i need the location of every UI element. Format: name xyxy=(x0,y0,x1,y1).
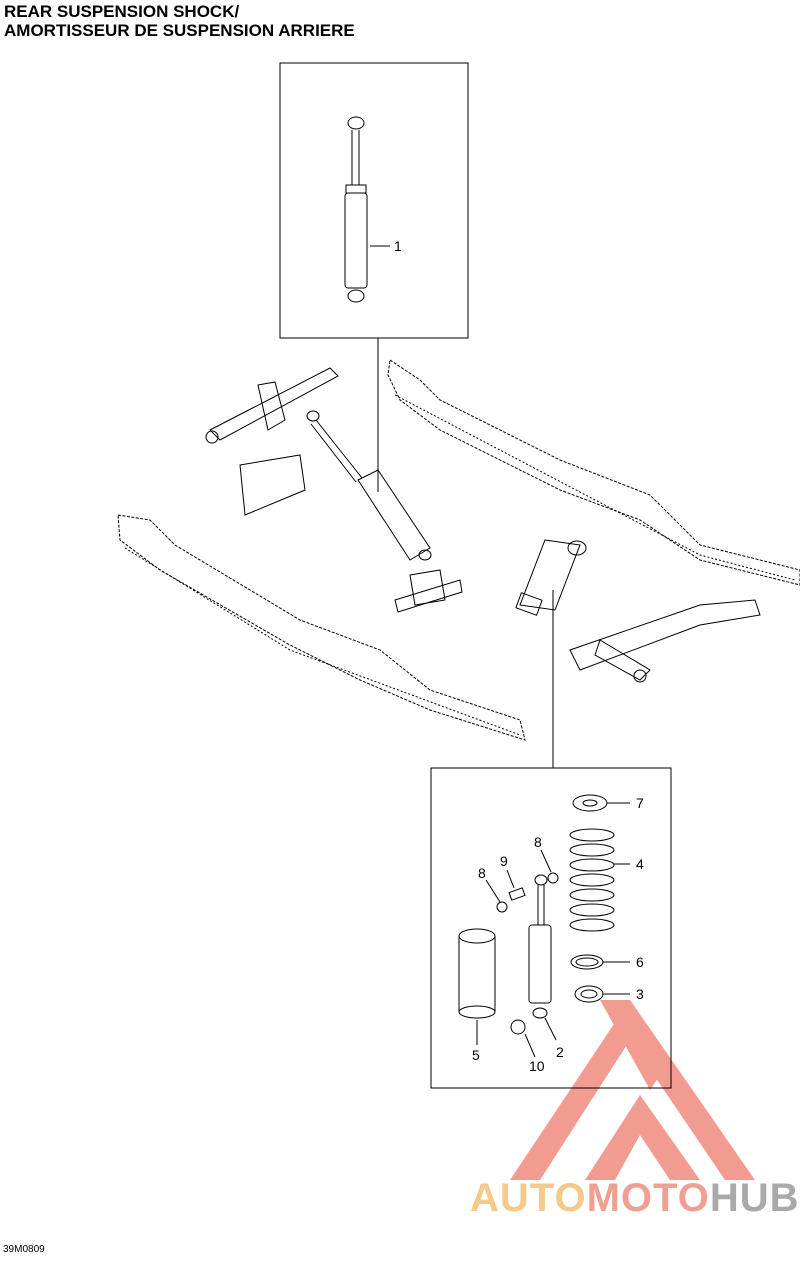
rear-shock-exploded xyxy=(458,794,615,1035)
watermark-part-moto: MOTO xyxy=(586,1176,710,1220)
detail-box-front-shock xyxy=(279,62,469,339)
callout-3: 3 xyxy=(636,986,644,1002)
callout-9: 9 xyxy=(500,853,508,869)
detail-box-rear-shock xyxy=(430,767,672,1089)
title-line-1: REAR SUSPENSION SHOCK/ xyxy=(4,2,240,21)
callout-6: 6 xyxy=(636,954,644,970)
front-shock-part xyxy=(344,116,368,303)
watermark-part-hub: HUB xyxy=(709,1176,800,1220)
page-title: REAR SUSPENSION SHOCK/ AMORTISSEUR DE SU… xyxy=(4,2,355,40)
callout-1: 1 xyxy=(394,238,402,254)
watermark-text: AUTOMOTOHUB xyxy=(470,1176,800,1221)
title-line-2: AMORTISSEUR DE SUSPENSION ARRIERE xyxy=(4,21,355,40)
callout-10: 10 xyxy=(529,1058,545,1074)
watermark-logo-icon xyxy=(510,1000,755,1180)
callout-4: 4 xyxy=(636,856,644,872)
callout-leaders xyxy=(476,802,630,1058)
callout-2: 2 xyxy=(556,1044,564,1060)
drawing-code: 39M0809 xyxy=(3,1244,45,1255)
callout-8-left: 8 xyxy=(478,865,486,881)
suspension-assembly xyxy=(117,359,800,741)
watermark-part-auto: AUTO xyxy=(470,1176,587,1220)
callout-8-right: 8 xyxy=(534,834,542,850)
callout-5: 5 xyxy=(472,1047,480,1063)
callout-7: 7 xyxy=(636,795,644,811)
